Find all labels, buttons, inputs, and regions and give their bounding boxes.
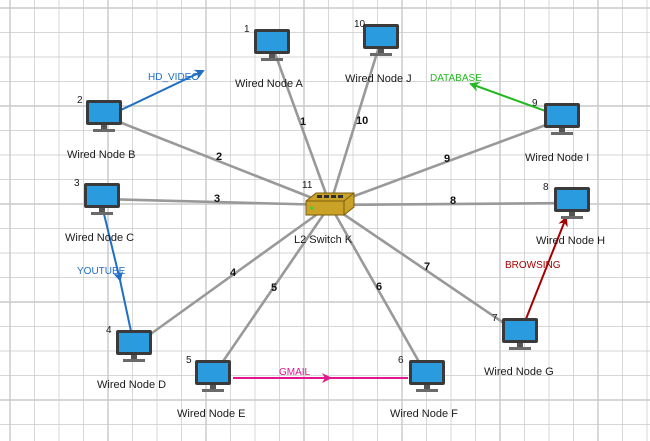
app-label-youtube: YOUTUBE (77, 266, 126, 277)
node-index: 1 (244, 24, 250, 35)
node-index: 2 (77, 95, 83, 106)
link-line-b[interactable] (103, 114, 331, 207)
node-label: Wired Node H (536, 235, 605, 247)
node-label: Wired Node G (484, 366, 554, 378)
link-line-e[interactable] (211, 204, 332, 377)
node-label: Wired Node D (97, 379, 166, 391)
link-number-c: 3 (214, 193, 220, 205)
switch-k[interactable]: 11 L2 Switch K (294, 180, 355, 246)
desktop-computer-icon (195, 360, 231, 392)
link-number-e: 5 (271, 282, 277, 294)
switch-label: L2 Switch K (294, 234, 353, 246)
node-label: Wired Node C (65, 232, 134, 244)
desktop-computer-icon (409, 360, 445, 392)
node-index: 6 (398, 355, 404, 366)
switch-index: 11 (302, 180, 313, 191)
app-flow-youtube[interactable] (103, 213, 123, 282)
link-number-j: 10 (356, 115, 368, 127)
node-index: 7 (492, 313, 498, 324)
network-switch-icon (305, 192, 355, 216)
node-label: Wired Node J (345, 73, 412, 85)
node-label: Wired Node A (235, 78, 304, 90)
desktop-computer-icon (116, 330, 152, 362)
link-number-d: 4 (230, 267, 237, 279)
node-index: 8 (543, 182, 549, 193)
desktop-computer-icon (84, 183, 120, 215)
node-label: Wired Node I (525, 152, 589, 164)
app-label-hd-video: HD_VIDEO (148, 72, 199, 83)
node-label: Wired Node B (67, 149, 135, 161)
app-flow-youtube-tail (119, 279, 133, 337)
node-index: 9 (532, 98, 538, 109)
link-line-f[interactable] (328, 204, 429, 377)
node-index: 10 (354, 19, 366, 30)
app-label-browsing: BROWSING (505, 260, 561, 271)
node-index: 3 (74, 178, 80, 189)
link-number-i: 9 (444, 153, 450, 165)
desktop-computer-icon (254, 29, 290, 61)
node-index: 4 (106, 325, 112, 336)
node-index: 5 (186, 355, 192, 366)
app-label-database: DATABASE (430, 73, 482, 84)
link-line-j[interactable] (328, 39, 383, 206)
links-layer: 1 2 3 4 5 6 7 8 9 10 (101, 39, 573, 377)
link-number-a: 1 (300, 116, 306, 128)
link-line-g[interactable] (329, 203, 521, 336)
node-label: Wired Node E (177, 408, 245, 420)
desktop-computer-icon (502, 318, 538, 350)
app-label-gmail: GMAIL (279, 367, 311, 378)
desktop-computer-icon (363, 24, 399, 56)
link-line-c[interactable] (101, 197, 331, 207)
app-flow-browsing[interactable] (519, 216, 568, 335)
link-line-a[interactable] (270, 44, 332, 206)
link-line-i[interactable] (329, 117, 563, 207)
link-number-g: 7 (424, 261, 430, 273)
link-number-f: 6 (376, 281, 382, 293)
link-line-h[interactable] (329, 201, 573, 207)
node-label: Wired Node F (390, 408, 458, 420)
link-line-d[interactable] (133, 203, 331, 348)
link-number-h: 8 (450, 195, 456, 207)
desktop-computer-icon (86, 100, 122, 132)
link-number-b: 2 (216, 151, 222, 163)
desktop-computer-icon (554, 187, 590, 219)
